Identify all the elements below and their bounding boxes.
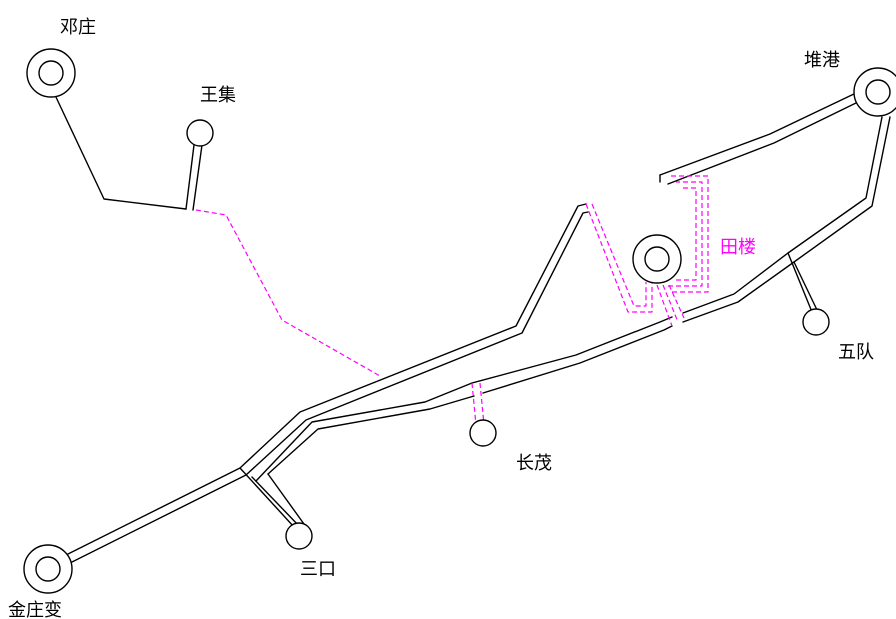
line-wangji-branch-left bbox=[185, 144, 195, 210]
line-tianlou-to-wudui bbox=[682, 116, 883, 314]
planned-line-tianlou-south-c bbox=[668, 284, 685, 319]
label-wudui: 五队 bbox=[838, 342, 874, 363]
planned-line-changmao-b bbox=[479, 382, 485, 426]
planned-line-tianlou-west-b bbox=[591, 203, 647, 307]
planned-line-wangji-to-main bbox=[195, 209, 381, 377]
line-sankou-branch-c bbox=[267, 473, 305, 525]
node-wudui[interactable] bbox=[802, 308, 830, 336]
node-sankou[interactable] bbox=[285, 522, 313, 550]
line-duigang-left-inner bbox=[667, 101, 859, 185]
planned-lines bbox=[195, 175, 709, 426]
main-line-upper-inner bbox=[51, 211, 589, 573]
line-changmao-to-tianlou-inner bbox=[482, 325, 673, 394]
line-dengzhuang-branch bbox=[54, 94, 187, 210]
substation-tianlou[interactable] bbox=[632, 234, 682, 284]
substation-jinzhuangbian-inner-ring bbox=[35, 556, 61, 582]
line-sankou-branch-b bbox=[251, 476, 301, 528]
label-jinzhuangbian: 金庄变 bbox=[8, 600, 62, 619]
substation-duigang-inner-ring bbox=[865, 79, 891, 105]
planned-line-tianlou-east-c bbox=[676, 187, 697, 281]
line-wangji-branch-right bbox=[192, 144, 203, 211]
node-changmao[interactable] bbox=[469, 419, 497, 447]
line-duigang-left bbox=[659, 92, 857, 176]
line-wudui-branch-a bbox=[787, 252, 813, 313]
planned-line-tianlou-east-a bbox=[668, 181, 703, 287]
existing-lines bbox=[47, 92, 891, 573]
planned-line-changmao-a bbox=[471, 382, 477, 426]
substation-duigang[interactable] bbox=[853, 67, 896, 117]
main-line-upper bbox=[47, 203, 587, 565]
label-wangji: 王集 bbox=[200, 85, 236, 106]
main-line-lower bbox=[255, 382, 473, 482]
substation-jinzhuangbian[interactable] bbox=[23, 544, 73, 594]
substation-dengzhuang[interactable] bbox=[26, 48, 76, 98]
planned-line-tianlou-west-a bbox=[585, 203, 653, 313]
label-tianlou: 田楼 bbox=[720, 237, 756, 258]
planned-line-tianlou-south-a bbox=[656, 284, 673, 327]
label-changmao: 长茂 bbox=[516, 453, 552, 474]
label-duigang: 堆港 bbox=[804, 50, 840, 71]
line-changmao-to-tianlou bbox=[471, 316, 673, 384]
planned-line-tianlou-south-b bbox=[662, 284, 679, 323]
substation-tianlou-inner-ring bbox=[644, 246, 670, 272]
line-sankou-branch-a bbox=[239, 467, 295, 528]
planned-line-tianlou-east-b bbox=[670, 175, 709, 293]
node-wangji[interactable] bbox=[186, 119, 214, 147]
main-line-lower-inner bbox=[267, 395, 475, 475]
substation-dengzhuang-inner-ring bbox=[38, 60, 64, 86]
line-tianlou-to-wudui-inner bbox=[682, 116, 891, 323]
label-sankou: 三口 bbox=[300, 559, 336, 580]
line-wudui-branch-b bbox=[793, 261, 819, 313]
label-dengzhuang: 邓庄 bbox=[60, 17, 96, 38]
